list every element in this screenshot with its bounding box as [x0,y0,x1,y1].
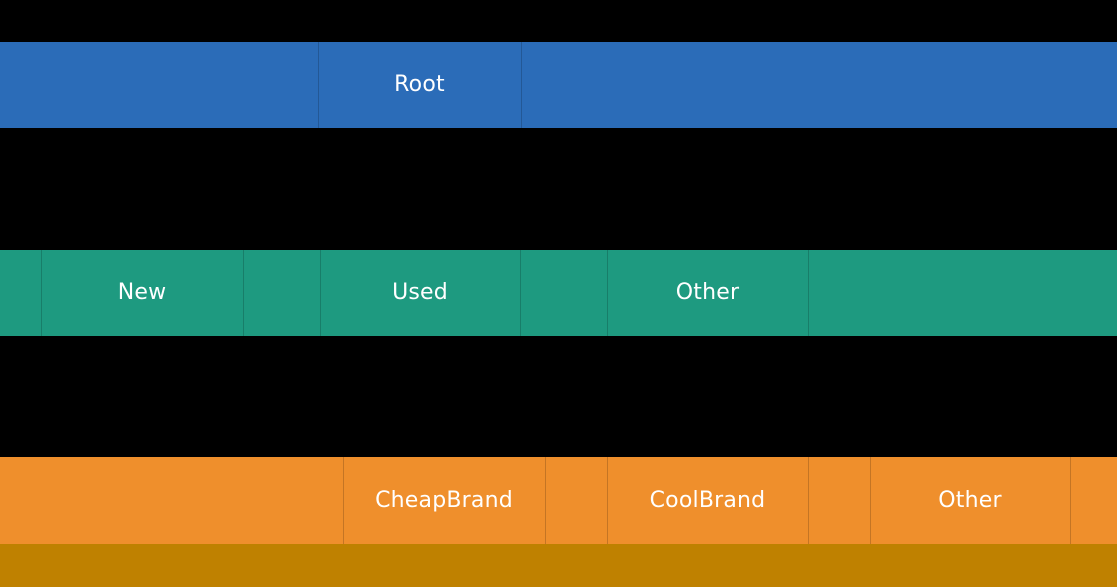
icicle-level-leaf-level [0,544,1117,587]
icicle-level-condition-level: New Used Other [0,250,1117,336]
icicle-node-label: Other [938,487,1002,513]
icicle-node-label: New [117,280,167,305]
icicle-node-new[interactable]: New [41,250,243,336]
icicle-node-unlabeled[interactable] [521,42,1117,128]
icicle-node-unlabeled[interactable] [0,544,1117,587]
icicle-node-label: CoolBrand [649,487,766,513]
icicle-node-other[interactable]: Other [607,250,808,336]
icicle-node-unlabeled[interactable] [520,250,607,336]
icicle-node-cheapbrand[interactable]: CheapBrand [343,457,545,544]
icicle-node-unlabeled[interactable] [1070,457,1117,544]
icicle-node-unlabeled[interactable] [808,457,870,544]
icicle-node-unlabeled[interactable] [0,42,318,128]
icicle-node-root[interactable]: Root [318,42,521,128]
icicle-node-coolbrand[interactable]: CoolBrand [607,457,808,544]
icicle-node-used[interactable]: Used [320,250,520,336]
icicle-node-unlabeled[interactable] [808,250,1117,336]
icicle-node-unlabeled[interactable] [243,250,320,336]
icicle-node-label: Other [675,280,740,305]
icicle-node-unlabeled[interactable] [0,457,343,544]
icicle-level-root-level: Root [0,42,1117,128]
icicle-node-label: Used [392,280,448,305]
icicle-node-unlabeled[interactable] [545,457,607,544]
icicle-level-brand-level: CheapBrand CoolBrand Other [0,457,1117,544]
icicle-node-label: Root [394,72,445,97]
icicle-node-other[interactable]: Other [870,457,1070,544]
icicle-node-unlabeled[interactable] [0,250,41,336]
icicle-node-label: CheapBrand [375,487,513,513]
